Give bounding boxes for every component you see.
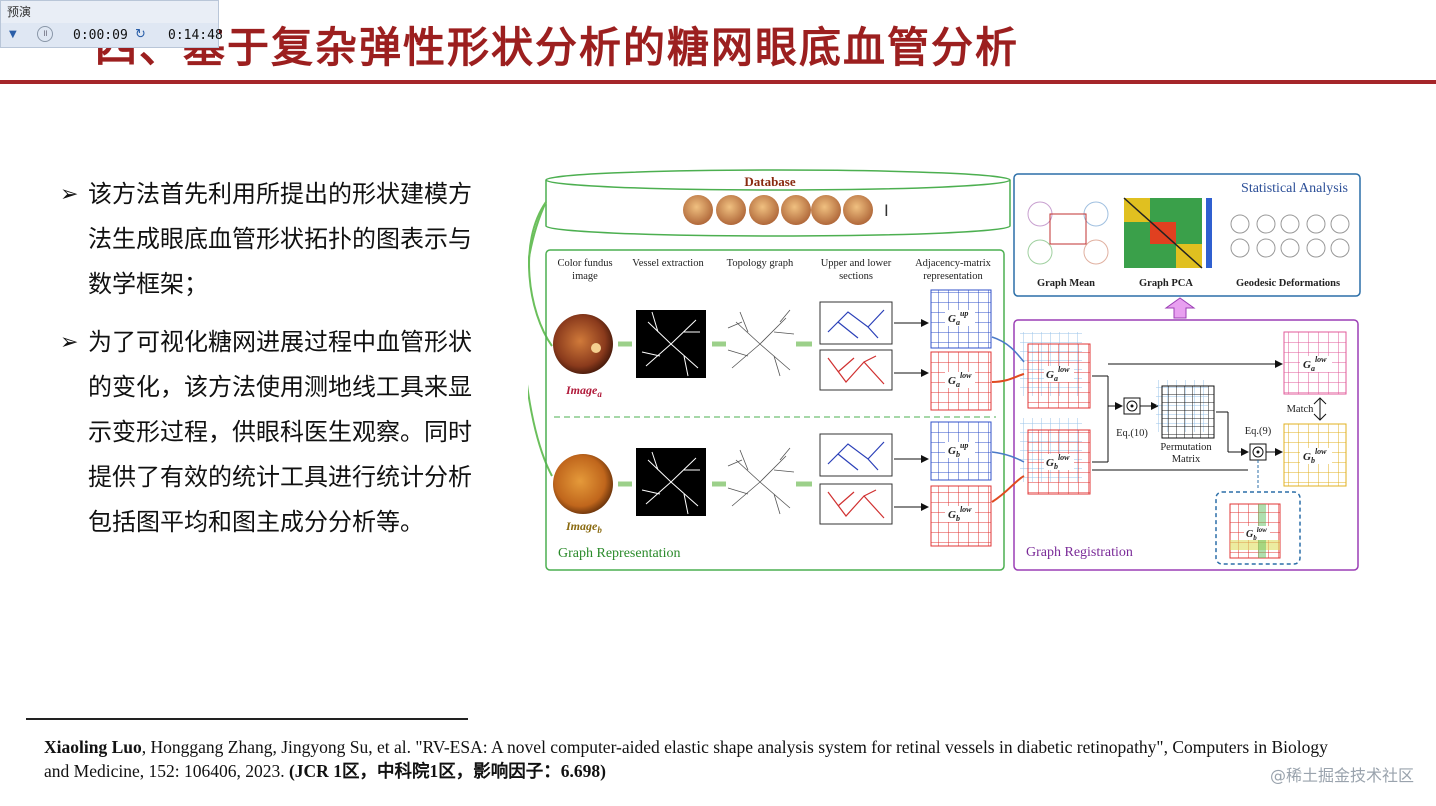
- image-b-label: Imageb: [565, 519, 602, 535]
- svg-text:Graph Mean: Graph Mean: [1037, 278, 1095, 289]
- svg-text:Topology graph: Topology graph: [727, 258, 794, 269]
- svg-text:Gaup: Gaup: [948, 309, 968, 327]
- statistical-analysis-panel: [1013, 173, 1361, 297]
- pause-icon[interactable]: ॥: [37, 26, 53, 42]
- db-arrow-b: [528, 201, 553, 477]
- database-label: Database: [744, 174, 796, 189]
- svg-text:Graph PCA: Graph PCA: [1139, 278, 1193, 289]
- svg-text:Galow: Galow: [948, 371, 972, 389]
- bullet-2: ➢ 为了可视化糖网进展过程中血管形状的变化，该方法使用测地线工具来显示变形过程，…: [60, 320, 480, 545]
- image-a-label: Imagea: [565, 383, 602, 399]
- permutation-inset: [1215, 491, 1301, 565]
- svg-text:Gbup: Gbup: [948, 441, 968, 459]
- svg-text:image: image: [572, 271, 598, 282]
- repeat-icon[interactable]: ↻: [135, 27, 146, 42]
- match-arrow-icon: [1313, 397, 1327, 421]
- watermark: @稀土掘金技术社区: [1269, 766, 1414, 785]
- svg-text:Galow: Galow: [1303, 355, 1327, 373]
- svg-text:Gblow: Gblow: [1046, 453, 1070, 471]
- svg-text:Match: Match: [1287, 404, 1315, 415]
- bullet-2-text: 为了可视化糖网进展过程中血管形状的变化，该方法使用测地线工具来显示变形过程，供眼…: [88, 328, 472, 536]
- database-eyes: [683, 195, 873, 225]
- total-time: 0:14:48: [168, 28, 223, 43]
- graph-registration-label: Graph Registration: [1026, 545, 1133, 560]
- svg-text:Adjacency-matrix: Adjacency-matrix: [915, 258, 992, 269]
- bullet-1-text: 该方法首先利用所提出的形状建模方法生成眼底血管形状拓扑的图表示与数学框架；: [88, 180, 472, 298]
- text-cursor-icon: I: [884, 201, 889, 220]
- topology-graph-b: [727, 447, 795, 515]
- graph-representation-panel: [545, 249, 1005, 571]
- reference-impact: (JCR 1区，中科院1区，影响因子：6.698): [288, 761, 606, 781]
- svg-text:Permutation: Permutation: [1160, 442, 1212, 453]
- svg-text:Gblow: Gblow: [1246, 526, 1267, 542]
- svg-text:Gblow: Gblow: [1303, 447, 1327, 465]
- database-cylinder: Database I: [545, 169, 1011, 237]
- bullet-arrow-icon: ➢: [60, 182, 79, 207]
- player-controls: ▼ ॥ 0:00:09 ↻ 0:14:48: [1, 23, 223, 47]
- svg-text:representation: representation: [923, 271, 983, 282]
- svg-text:Galow: Galow: [1046, 365, 1070, 383]
- adjacency-matrix-a-low: [930, 351, 992, 411]
- reference-author: Xiaoling Luo: [44, 737, 142, 757]
- svg-text:Color fundus: Color fundus: [557, 258, 612, 269]
- svg-text:Geodesic Deformations: Geodesic Deformations: [1236, 278, 1340, 289]
- svg-text:Upper and lower: Upper and lower: [821, 258, 892, 269]
- reference-citation: Xiaoling Luo, Honggang Zhang, Jingyong S…: [44, 735, 1344, 783]
- fundus-image-a: [553, 314, 613, 374]
- permutation-matrix: [1161, 385, 1215, 439]
- player-title: 预演: [7, 5, 32, 19]
- bullet-arrow-icon: ➢: [60, 330, 79, 355]
- slide-title: 四、基于复杂弹性形状分析的糖网眼底血管分析: [95, 23, 1020, 72]
- lower-section-b: [819, 483, 893, 525]
- topology-graph-a: [727, 309, 795, 377]
- graph-registration-panel: [1013, 319, 1359, 571]
- geodesic-thumbs: [1230, 214, 1350, 258]
- adjacency-matrix-b-low: [930, 485, 992, 547]
- db-arrow-a: [528, 201, 553, 347]
- reference-divider: [26, 718, 468, 720]
- graph-pca-heatmap: [1123, 197, 1212, 269]
- upper-section-a: [819, 301, 893, 345]
- graph-representation-label: Graph Representation: [558, 546, 680, 561]
- dropdown-icon[interactable]: ▼: [9, 29, 17, 40]
- fundus-image-b: [553, 454, 613, 514]
- svg-text:Matrix: Matrix: [1172, 454, 1201, 465]
- svg-text:Vessel extraction: Vessel extraction: [632, 258, 704, 269]
- graph-mean-thumb: [1027, 201, 1109, 265]
- bullet-1: ➢ 该方法首先利用所提出的形状建模方法生成眼底血管形状拓扑的图表示与数学框架；: [60, 172, 480, 307]
- preview-player[interactable]: 预演 ▼ ॥ 0:00:09 ↻ 0:14:48: [0, 0, 223, 48]
- up-arrow-icon: [1164, 297, 1196, 319]
- svg-text:Gblow: Gblow: [948, 505, 972, 523]
- statistical-analysis-label: Statistical Analysis: [1241, 181, 1348, 196]
- reference-body: , Honggang Zhang, Jingyong Su, et al. "R…: [44, 737, 1328, 781]
- svg-text:Eq.(9): Eq.(9): [1245, 426, 1272, 437]
- title-divider: [0, 80, 1436, 84]
- svg-text:Eq.(10): Eq.(10): [1116, 428, 1148, 439]
- rv-esa-figure: Database I Graph Representation Color fu…: [528, 169, 1361, 571]
- svg-text:sections: sections: [839, 271, 873, 282]
- upper-section-b: [819, 433, 893, 477]
- elapsed-time: 0:00:09: [73, 28, 128, 43]
